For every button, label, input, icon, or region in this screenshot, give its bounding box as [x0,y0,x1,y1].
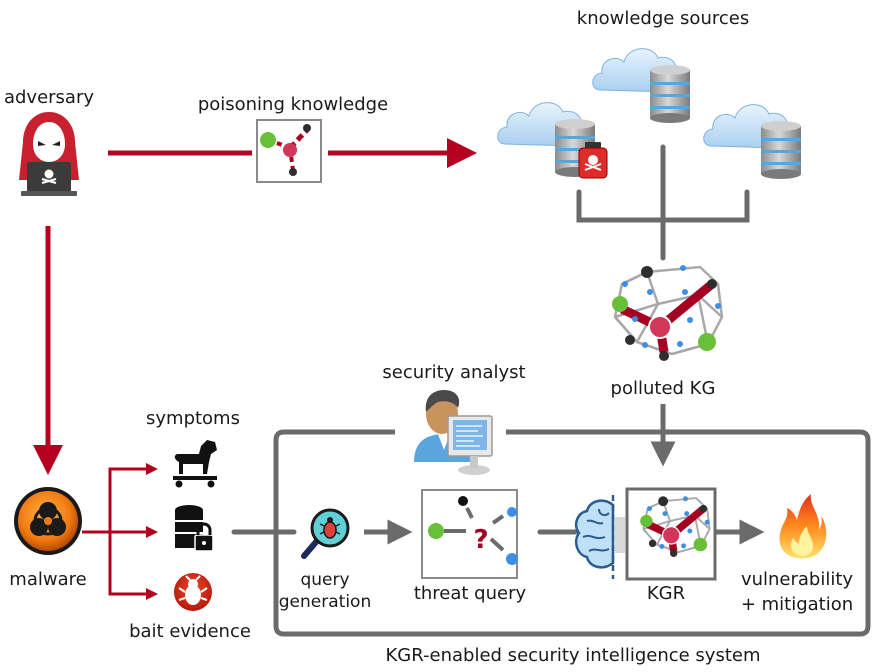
kgr-label: KGR [647,583,685,604]
cloud-database-icon [703,104,801,179]
malware-branch-arrows [82,467,149,596]
knowledge-graph-icon [612,265,724,361]
query-generation-label-line1: query [300,570,349,590]
red-arrowheads [146,463,158,600]
query-graph-icon: ? [421,489,518,579]
system-caption: KGR-enabled security intelligence system [386,645,761,666]
poisoning-knowledge-label: poisoning knowledge [198,94,388,115]
unknown-relation-mark: ? [473,525,488,555]
adversary-label: adversary [4,87,94,108]
knowledge-sources-label: knowledge sources [577,8,749,29]
malware-label: malware [9,569,86,590]
poison-bottle-icon [578,142,608,179]
query-generation-label-line2: generation [279,592,371,612]
security-analyst-label: security analyst [382,362,525,383]
bug-icon [174,573,212,611]
brain-icon [575,495,625,579]
vulnerability-label-line1: vulnerability [741,569,853,590]
threat-query-label: threat query [414,583,527,604]
hooded-hacker-laptop-icon [19,112,79,196]
bait-evidence-label: bait evidence [129,621,251,642]
vulnerability-label-line2: + mitigation [741,594,853,615]
sources-merge-connector [576,144,750,261]
poisoned-subgraph-icon [256,119,322,183]
fire-icon [779,494,827,559]
locked-database-icon [175,505,214,552]
kgr-model-box [625,487,717,581]
magnifier-bug-icon [301,508,350,559]
security-intelligence-system-box [273,429,871,637]
cloud-database-icon [592,48,690,123]
symptoms-label: symptoms [146,408,240,429]
trojan-horse-icon [173,440,217,488]
polluted-kg-label: polluted KG [611,378,716,399]
analyst-computer-icon [414,390,493,475]
biohazard-icon [14,487,82,555]
